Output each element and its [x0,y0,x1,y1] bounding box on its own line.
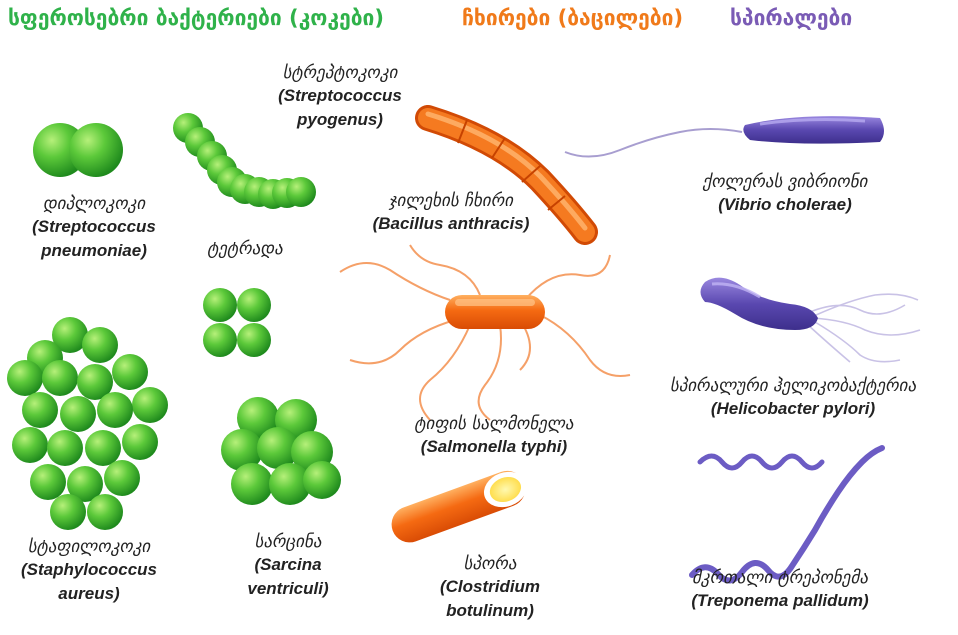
header-spherical-bacteria: სფეროსებრი ბაქტერიები (კოკები) [8,6,384,30]
label-ka: დიპლოკოკი [0,193,188,215]
label-helicobacter: სპირალური ჰელიკობაქტერია (Helicobacter p… [628,375,958,421]
salmonella-cell [340,245,630,420]
label-treponema: მკრთალი ტრეპონემა (Treponema pallidum) [650,567,910,613]
label-ka: სპორა [415,553,565,575]
label-latin-1: (Clostridium [415,575,565,599]
label-latin-2: pneumoniae) [0,239,188,263]
label-latin-2: pyogenus) [225,108,455,132]
treponema-cell [692,448,882,581]
label-latin-1: (Helicobacter pylori) [628,397,958,421]
diplococcus-cells [33,123,123,177]
label-latin-1: (Streptococcus [225,84,455,108]
label-ka: ტეტრადა [180,238,310,260]
sarcina-cells [221,397,341,505]
label-latin-1: (Sarcina [218,553,358,577]
vibrio-cell [565,116,884,156]
label-salmonella: ტიფის სალმონელა (Salmonella typhi) [370,413,618,459]
staphylococcus-cluster [7,317,168,530]
header-rod-bacteria: ჩხირები (ბაცილები) [462,6,683,30]
label-clostridium: სპორა (Clostridium botulinum) [415,553,565,623]
label-latin-1: (Vibrio cholerae) [660,193,910,217]
label-tetrad: ტეტრადა [180,238,310,260]
label-ka: სტრეპტოკოკი [225,62,455,84]
label-sarcina: სარცინა (Sarcina ventriculi) [218,531,358,601]
label-bacillus-anthracis: ჯილეხის ჩხირი (Bacillus anthracis) [338,190,564,236]
label-streptococcus-pyogenes: სტრეპტოკოკი (Streptococcus pyogenus) [225,62,455,132]
label-ka: ქოლერას ვიბრიონი [660,171,910,193]
label-latin-1: (Bacillus anthracis) [338,212,564,236]
clostridium-spore-cell [387,465,533,547]
label-ka: მკრთალი ტრეპონემა [650,567,910,589]
label-latin-1: (Staphylococcus [0,558,178,582]
label-ka: ტიფის სალმონელა [370,413,618,435]
label-ka: ჯილეხის ჩხირი [338,190,564,212]
header-spiral-bacteria: სპირალები [730,6,852,30]
label-staphylococcus: სტაფილოკოკი (Staphylococcus aureus) [0,536,178,606]
tetrad-cells [203,288,271,357]
label-ka: სარცინა [218,531,358,553]
label-diplococcus: დიპლოკოკი (Streptococcus pneumoniae) [0,193,188,263]
label-latin-2: ventriculi) [218,577,358,601]
label-latin-2: botulinum) [415,599,565,623]
label-ka: სტაფილოკოკი [0,536,178,558]
helicobacter-cell [701,278,921,362]
label-latin-1: (Salmonella typhi) [370,435,618,459]
label-latin-2: aureus) [0,582,178,606]
label-ka: სპირალური ჰელიკობაქტერია [628,375,958,397]
label-latin-1: (Streptococcus [0,215,188,239]
label-latin-1: (Treponema pallidum) [650,589,910,613]
label-vibrio: ქოლერას ვიბრიონი (Vibrio cholerae) [660,171,910,217]
